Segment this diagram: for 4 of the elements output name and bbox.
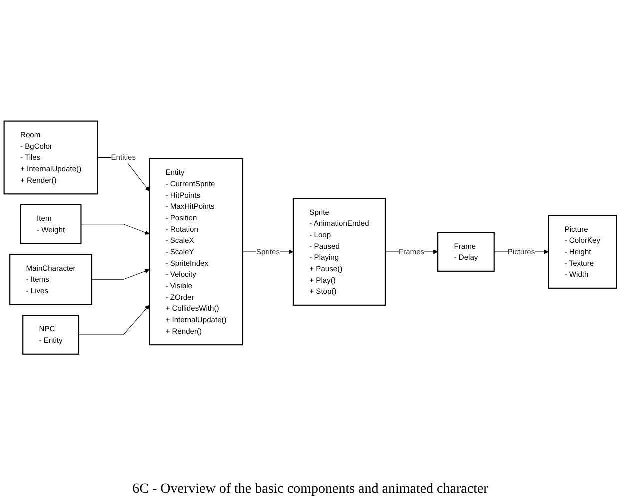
arrow <box>92 269 150 280</box>
arrow <box>80 224 150 236</box>
caption: 6C - Overview of the basic components and animated character <box>132 482 488 497</box>
arrow <box>78 305 150 336</box>
